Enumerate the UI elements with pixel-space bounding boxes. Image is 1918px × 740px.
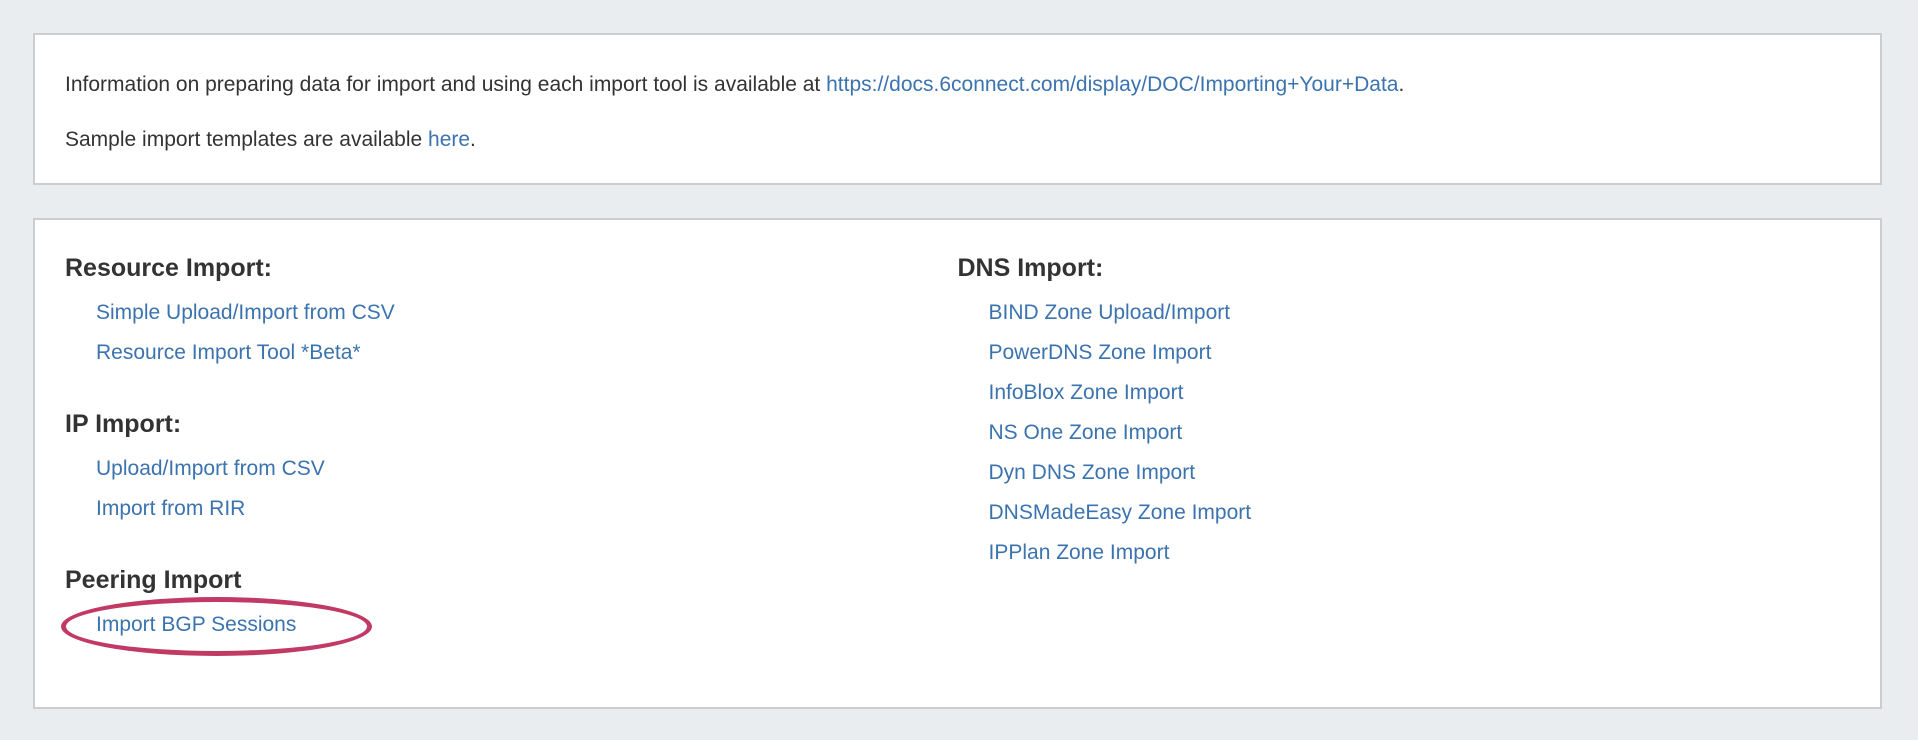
import-from-rir-link[interactable]: Import from RIR [96, 497, 246, 520]
list-item: Import BGP Sessions [61, 597, 958, 656]
simple-upload-import-csv-link[interactable]: Simple Upload/Import from CSV [96, 301, 395, 324]
list-item: InfoBlox Zone Import [989, 373, 1851, 413]
dns-import-links: BIND Zone Upload/Import PowerDNS Zone Im… [958, 293, 1851, 573]
ipplan-zone-import-link[interactable]: IPPlan Zone Import [988, 541, 1170, 564]
upload-import-csv-link[interactable]: Upload/Import from CSV [96, 457, 325, 480]
ip-import-links: Upload/Import from CSV Import from RIR [65, 449, 958, 529]
list-item: DNSMadeEasy Zone Import [989, 493, 1851, 533]
bind-zone-upload-import-link[interactable]: BIND Zone Upload/Import [988, 301, 1231, 324]
dyn-dns-zone-import-link[interactable]: Dyn DNS Zone Import [988, 461, 1196, 484]
peering-import-section: Peering Import Import BGP Sessions [61, 565, 958, 656]
resource-import-heading: Resource Import: [65, 254, 272, 282]
info-line-2-text: Sample import templates are available [65, 128, 429, 151]
list-item: Import from RIR [96, 489, 958, 529]
dns-import-section: DNS Import: BIND Zone Upload/Import Powe… [958, 253, 1851, 573]
dns-import-heading: DNS Import: [957, 254, 1104, 282]
ns-one-zone-import-link[interactable]: NS One Zone Import [988, 421, 1183, 444]
list-item: PowerDNS Zone Import [989, 333, 1851, 373]
peering-import-links: Import BGP Sessions [61, 597, 958, 656]
ip-import-section: IP Import: Upload/Import from CSV Import… [65, 409, 958, 529]
import-right-column: DNS Import: BIND Zone Upload/Import Powe… [958, 253, 1851, 707]
ip-import-heading: IP Import: [65, 410, 182, 438]
info-line-1: Information on preparing data for import… [65, 72, 1850, 97]
resource-import-tool-beta-link[interactable]: Resource Import Tool *Beta* [96, 341, 361, 364]
list-item: Resource Import Tool *Beta* [96, 333, 958, 373]
info-panel: Information on preparing data for import… [33, 33, 1882, 185]
list-item: IPPlan Zone Import [989, 533, 1851, 573]
infoblox-zone-import-link[interactable]: InfoBlox Zone Import [988, 381, 1184, 404]
powerdns-zone-import-link[interactable]: PowerDNS Zone Import [988, 341, 1212, 364]
list-item: Dyn DNS Zone Import [989, 453, 1851, 493]
resource-import-section: Resource Import: Simple Upload/Import fr… [65, 253, 958, 373]
import-left-column: Resource Import: Simple Upload/Import fr… [61, 253, 958, 707]
import-bgp-sessions-link[interactable]: Import BGP Sessions [96, 613, 297, 636]
peering-import-heading: Peering Import [65, 566, 242, 594]
info-line-2-period: . [470, 128, 476, 151]
list-item: Simple Upload/Import from CSV [96, 293, 958, 333]
docs-url-link[interactable]: https://docs.6connect.com/display/DOC/Im… [826, 73, 1399, 96]
templates-here-link[interactable]: here [428, 128, 471, 151]
list-item: Upload/Import from CSV [96, 449, 958, 489]
list-item: BIND Zone Upload/Import [989, 293, 1851, 333]
resource-import-links: Simple Upload/Import from CSV Resource I… [65, 293, 958, 373]
info-line-1-period: . [1398, 73, 1405, 96]
list-item: NS One Zone Import [989, 413, 1851, 453]
info-line-1-text: Information on preparing data for import… [65, 73, 827, 96]
dnsmadeeasy-zone-import-link[interactable]: DNSMadeEasy Zone Import [988, 501, 1252, 524]
import-tools-panel: Resource Import: Simple Upload/Import fr… [33, 218, 1882, 709]
info-line-2: Sample import templates are available he… [65, 127, 1850, 152]
